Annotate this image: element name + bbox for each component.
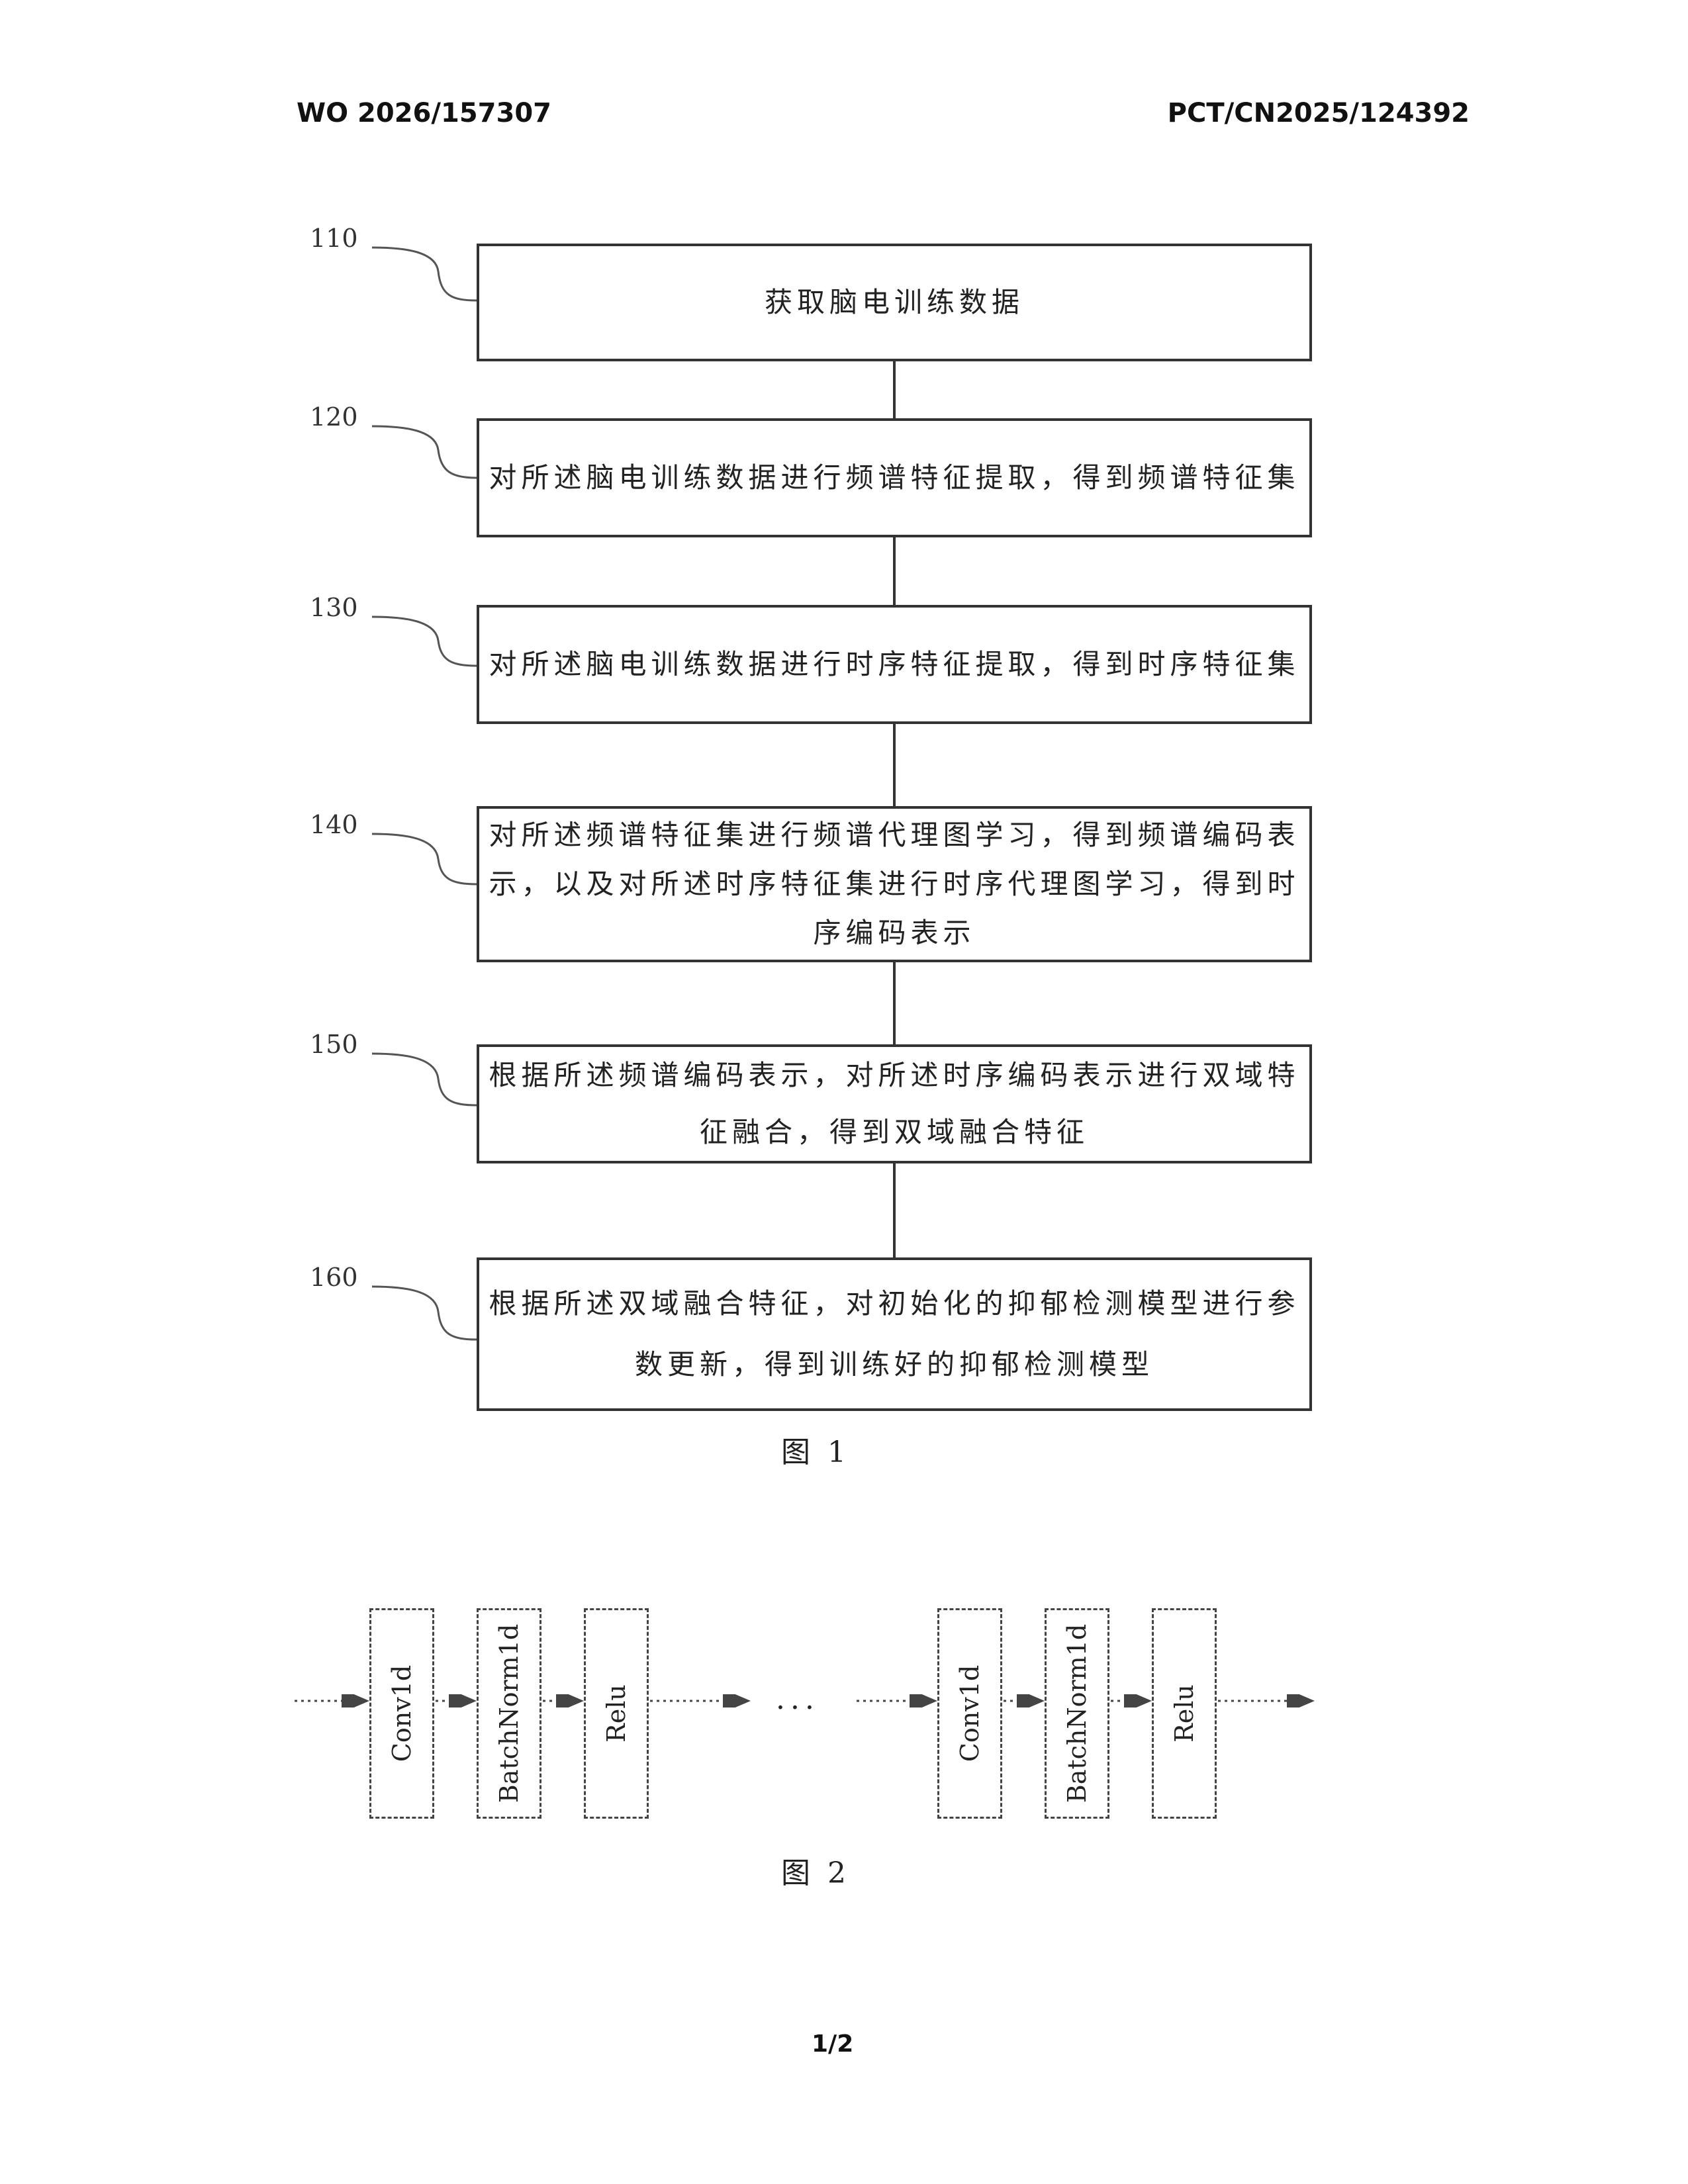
layer-batchnorm1d-1: BatchNorm1d	[477, 1608, 541, 1819]
ellipsis: ···	[776, 1691, 820, 1725]
layer-relu-1: Relu	[584, 1608, 649, 1819]
layer-label: Conv1d	[387, 1665, 416, 1762]
step-number-160: 160	[310, 1263, 358, 1292]
step-number-120: 120	[310, 402, 358, 432]
layer-conv1d-2: Conv1d	[937, 1608, 1002, 1819]
step-number-130: 130	[310, 593, 358, 622]
step-text-160: 根据所述双域融合特征，对初始化的抑郁检测模型进行参数更新，得到训练好的抑郁检测模…	[489, 1273, 1300, 1395]
page-number: 1/2	[812, 2030, 853, 2058]
layer-relu-2: Relu	[1152, 1608, 1217, 1819]
step-box-140: 对所述频谱特征集进行频谱代理图学习，得到频谱编码表示，以及对所述时序特征集进行时…	[477, 806, 1312, 962]
step-text-150: 根据所述频谱编码表示，对所述时序编码表示进行双域特征融合，得到双域融合特征	[489, 1047, 1300, 1161]
step-box-160: 根据所述双域融合特征，对初始化的抑郁检测模型进行参数更新，得到训练好的抑郁检测模…	[477, 1257, 1312, 1411]
step-box-150: 根据所述频谱编码表示，对所述时序编码表示进行双域特征融合，得到双域融合特征	[477, 1044, 1312, 1163]
layer-label: Relu	[1170, 1684, 1199, 1743]
layer-label: BatchNorm1d	[1062, 1624, 1092, 1803]
step-text-110: 获取脑电训练数据	[765, 274, 1024, 331]
step-box-120: 对所述脑电训练数据进行频谱特征提取，得到频谱特征集	[477, 418, 1312, 537]
figure-2-arrows	[0, 1694, 1688, 1707]
layer-label: Relu	[602, 1684, 631, 1743]
step-text-130: 对所述脑电训练数据进行时序特征提取，得到时序特征集	[489, 636, 1299, 693]
step-text-140: 对所述频谱特征集进行频谱代理图学习，得到频谱编码表示，以及对所述时序特征集进行时…	[489, 811, 1300, 958]
figure-2-caption: 图 2	[781, 1849, 850, 1891]
figure-1-caption: 图 1	[781, 1428, 850, 1471]
step-number-140: 140	[310, 810, 358, 839]
layer-label: BatchNorm1d	[494, 1624, 524, 1803]
step-box-130: 对所述脑电训练数据进行时序特征提取，得到时序特征集	[477, 605, 1312, 724]
layer-batchnorm1d-2: BatchNorm1d	[1045, 1608, 1109, 1819]
step-box-110: 获取脑电训练数据	[477, 244, 1312, 361]
layer-conv1d-1: Conv1d	[369, 1608, 434, 1819]
step-text-120: 对所述脑电训练数据进行频谱特征提取，得到频谱特征集	[489, 449, 1299, 506]
layer-label: Conv1d	[955, 1665, 984, 1762]
step-number-150: 150	[310, 1030, 358, 1059]
